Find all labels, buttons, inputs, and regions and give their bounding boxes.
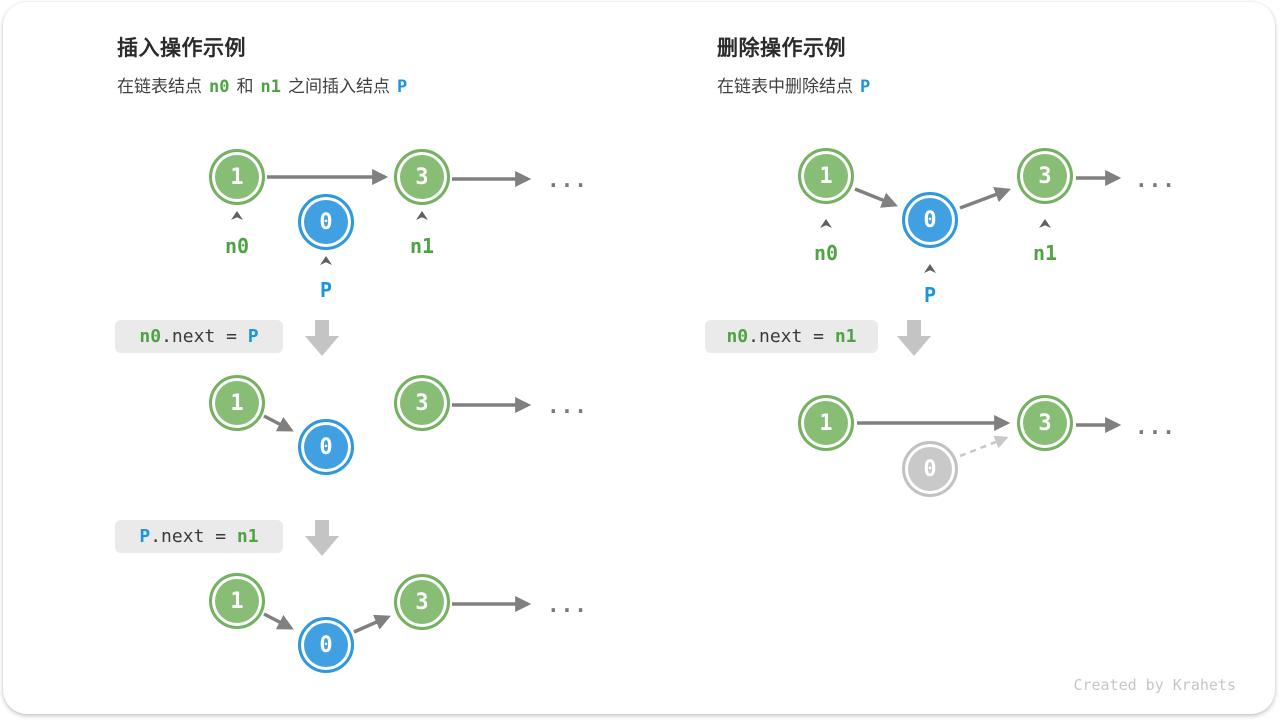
list-node-1: 1 bbox=[798, 148, 854, 204]
node-value: 0 bbox=[923, 207, 937, 233]
node-ref-n0: n0 bbox=[209, 77, 230, 97]
down-arrow-icon bbox=[305, 320, 339, 356]
code-rhs: n1 bbox=[834, 326, 857, 347]
down-arrow-icon bbox=[305, 520, 339, 556]
caret-up-icon bbox=[1039, 219, 1051, 228]
code-lhs: n0 bbox=[139, 326, 162, 347]
code-lhs: n0 bbox=[726, 326, 749, 347]
ellipsis: ... bbox=[1135, 415, 1176, 439]
node-value: 3 bbox=[415, 164, 429, 190]
node-value: 1 bbox=[230, 588, 244, 614]
node-ref-p: P bbox=[396, 77, 408, 97]
list-node-3: 3 bbox=[1017, 395, 1073, 451]
ellipsis: ... bbox=[547, 168, 588, 192]
node-ref-label-n1: n1 bbox=[409, 234, 435, 258]
node-value: 1 bbox=[819, 163, 833, 189]
node-ref-n1: n1 bbox=[260, 77, 281, 97]
list-node-3: 3 bbox=[394, 375, 450, 431]
node-value: 3 bbox=[415, 390, 429, 416]
node-ref-label-n0: n0 bbox=[224, 234, 250, 258]
code-mid: .next = bbox=[150, 526, 237, 547]
node-value: 1 bbox=[230, 390, 244, 416]
list-node-p: 0 bbox=[298, 194, 354, 250]
node-value: 0 bbox=[319, 209, 333, 235]
node-value: 0 bbox=[319, 632, 333, 658]
node-value: 1 bbox=[230, 164, 244, 190]
list-node-3: 3 bbox=[394, 149, 450, 205]
node-ref-label-p: P bbox=[923, 283, 937, 307]
insert-example-subtitle: 在链表结点 n0 和 n1 之间插入结点 P bbox=[117, 72, 414, 97]
code-label-n0-next-n1: n0.next = n1 bbox=[705, 320, 878, 353]
code-rhs: n1 bbox=[236, 526, 259, 547]
caret-up-icon bbox=[231, 211, 243, 220]
caret-up-icon bbox=[320, 256, 332, 265]
caret-up-icon bbox=[416, 211, 428, 220]
credit-text: Created by Krahets bbox=[1073, 676, 1236, 694]
ellipsis: ... bbox=[1135, 168, 1176, 192]
list-node-3: 3 bbox=[394, 574, 450, 630]
subtitle-text: 之间插入结点 bbox=[287, 77, 390, 96]
subtitle-text: 在链表中删除结点 bbox=[717, 77, 853, 96]
code-mid: .next = bbox=[748, 326, 835, 347]
list-node-p: 0 bbox=[298, 617, 354, 673]
list-node-1: 1 bbox=[209, 573, 265, 629]
list-node-1: 1 bbox=[209, 149, 265, 205]
node-value: 3 bbox=[415, 589, 429, 615]
node-ref-label-n1: n1 bbox=[1032, 241, 1058, 265]
list-node-3: 3 bbox=[1017, 148, 1073, 204]
code-mid: .next = bbox=[161, 326, 248, 347]
insert-example-title: 插入操作示例 bbox=[117, 37, 246, 60]
delete-example-subtitle: 在链表中删除结点 P bbox=[717, 72, 877, 97]
figure-card bbox=[3, 2, 1275, 714]
code-label-p-next-n1: P.next = n1 bbox=[115, 520, 283, 553]
delete-example-title: 删除操作示例 bbox=[717, 37, 846, 60]
caret-up-icon bbox=[924, 264, 936, 273]
node-value: 0 bbox=[319, 434, 333, 460]
caret-up-icon bbox=[820, 219, 832, 228]
subtitle-text: 和 bbox=[236, 77, 254, 96]
list-node-1: 1 bbox=[798, 395, 854, 451]
list-node-p: 0 bbox=[902, 192, 958, 248]
code-label-n0-next-p: n0.next = P bbox=[115, 320, 283, 353]
node-ref-label-p: P bbox=[319, 278, 333, 302]
node-ref-p: P bbox=[860, 77, 871, 97]
node-value: 0 bbox=[923, 456, 937, 482]
ellipsis: ... bbox=[547, 394, 588, 418]
code-lhs: P bbox=[139, 526, 151, 547]
node-ref-label-n0: n0 bbox=[813, 241, 839, 265]
code-rhs: P bbox=[247, 326, 259, 347]
ellipsis: ... bbox=[547, 593, 588, 617]
node-value: 3 bbox=[1038, 163, 1052, 189]
node-value: 3 bbox=[1038, 410, 1052, 436]
list-node-p-removed: 0 bbox=[902, 441, 958, 497]
list-node-p: 0 bbox=[298, 419, 354, 475]
node-value: 1 bbox=[819, 410, 833, 436]
list-node-1: 1 bbox=[209, 375, 265, 431]
subtitle-text: 在链表结点 bbox=[117, 77, 202, 96]
down-arrow-icon bbox=[897, 320, 931, 356]
